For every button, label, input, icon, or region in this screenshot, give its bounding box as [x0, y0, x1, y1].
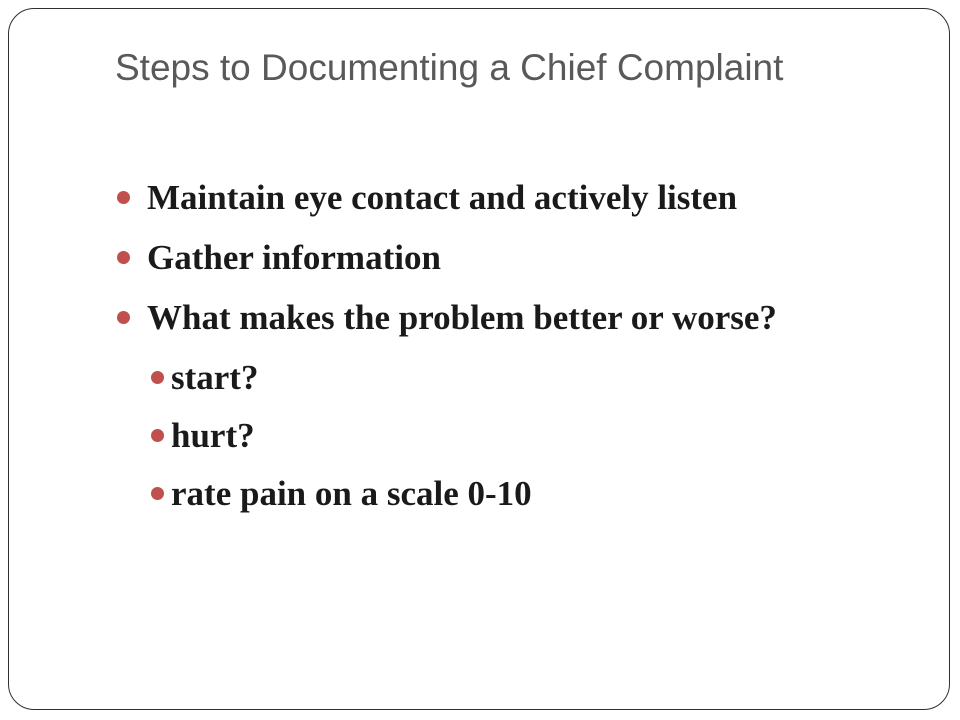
bullet-dot-icon	[117, 311, 130, 324]
bullet-dot-icon	[117, 251, 130, 264]
sub-bullet-item: rate pain on a scale 0-10	[113, 470, 853, 518]
bullet-text: Maintain eye contact and actively listen	[147, 178, 738, 217]
bullet-dot-icon	[151, 487, 164, 500]
bullet-item: Maintain eye contact and actively listen	[113, 174, 853, 222]
sub-bullet-item: hurt?	[113, 412, 853, 460]
bullet-dot-icon	[151, 371, 164, 384]
sub-bullet-text: start?	[171, 358, 259, 397]
bullet-dot-icon	[151, 429, 164, 442]
bullet-item: What makes the problem better or worse?	[113, 294, 853, 342]
bullet-dot-icon	[117, 191, 130, 204]
bullet-text: Gather information	[147, 238, 441, 277]
bullet-item: Gather information	[113, 234, 853, 282]
sub-bullet-item: start?	[113, 354, 853, 402]
sub-bullet-text: rate pain on a scale 0-10	[171, 474, 532, 513]
sub-bullet-text: hurt?	[171, 416, 255, 455]
slide-frame: Steps to Documenting a Chief Complaint M…	[8, 8, 950, 710]
bullet-text: What makes the problem better or worse?	[147, 298, 777, 337]
slide-title: Steps to Documenting a Chief Complaint	[115, 47, 784, 88]
bullet-list: Maintain eye contact and actively listen…	[113, 174, 853, 528]
